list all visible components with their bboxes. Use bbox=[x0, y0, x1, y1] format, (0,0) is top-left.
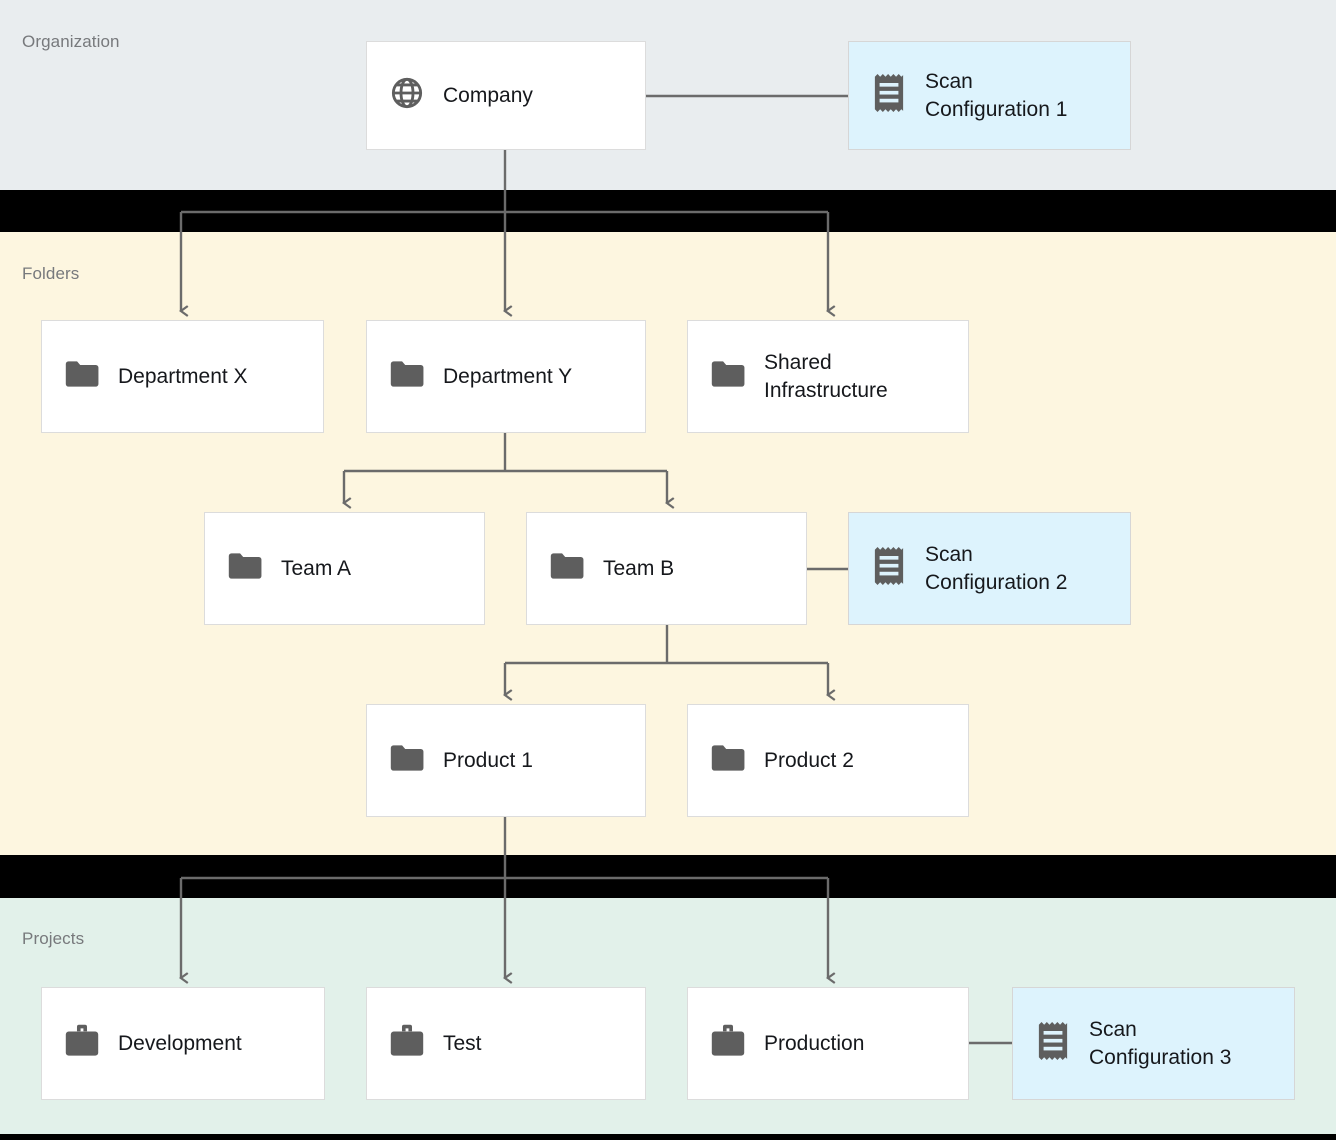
folder-icon bbox=[710, 743, 746, 778]
node-product-1[interactable]: Product 1 bbox=[366, 704, 646, 817]
node-label: Company bbox=[443, 83, 533, 107]
node-label: Scan Configuration 3 bbox=[1089, 1017, 1232, 1069]
node-label: Product 2 bbox=[764, 748, 854, 772]
node-label: Product 1 bbox=[443, 748, 533, 772]
receipt-icon bbox=[1035, 1021, 1071, 1066]
node-development[interactable]: Development bbox=[41, 987, 325, 1100]
folder-icon bbox=[389, 743, 425, 778]
briefcase-icon bbox=[710, 1024, 746, 1063]
node-label: Production bbox=[764, 1031, 865, 1055]
node-label: Test bbox=[443, 1031, 482, 1055]
band-organization: Organization bbox=[0, 0, 1336, 190]
receipt-icon bbox=[871, 73, 907, 118]
node-scan-configuration-3[interactable]: Scan Configuration 3 bbox=[1012, 987, 1295, 1100]
folder-icon bbox=[549, 551, 585, 586]
globe-icon bbox=[389, 75, 425, 116]
folder-icon bbox=[389, 359, 425, 394]
folder-icon bbox=[227, 551, 263, 586]
band-label-organization: Organization bbox=[22, 32, 120, 51]
node-label: Development bbox=[118, 1031, 242, 1055]
node-department-x[interactable]: Department X bbox=[41, 320, 324, 433]
node-label: Scan Configuration 1 bbox=[925, 69, 1068, 121]
band-label-projects: Projects bbox=[22, 929, 85, 948]
node-test[interactable]: Test bbox=[366, 987, 646, 1100]
band-label-folders: Folders bbox=[22, 264, 80, 283]
node-team-a[interactable]: Team A bbox=[204, 512, 485, 625]
node-label: Department Y bbox=[443, 364, 573, 388]
node-label: Team B bbox=[603, 556, 675, 580]
node-scan-configuration-1[interactable]: Scan Configuration 1 bbox=[848, 41, 1131, 150]
node-scan-configuration-2[interactable]: Scan Configuration 2 bbox=[848, 512, 1131, 625]
node-company[interactable]: Company bbox=[366, 41, 646, 150]
node-shared-infrastructure[interactable]: Shared Infrastructure bbox=[687, 320, 969, 433]
node-label: Scan Configuration 2 bbox=[925, 542, 1068, 594]
node-label: Shared Infrastructure bbox=[764, 350, 888, 402]
node-label: Department X bbox=[118, 364, 248, 388]
briefcase-icon bbox=[64, 1024, 100, 1063]
node-product-2[interactable]: Product 2 bbox=[687, 704, 969, 817]
folder-icon bbox=[64, 359, 100, 394]
node-department-y[interactable]: Department Y bbox=[366, 320, 646, 433]
receipt-icon bbox=[871, 546, 907, 591]
node-production[interactable]: Production bbox=[687, 987, 969, 1100]
briefcase-icon bbox=[389, 1024, 425, 1063]
node-team-b[interactable]: Team B bbox=[526, 512, 807, 625]
node-label: Team A bbox=[281, 556, 352, 580]
folder-icon bbox=[710, 359, 746, 394]
